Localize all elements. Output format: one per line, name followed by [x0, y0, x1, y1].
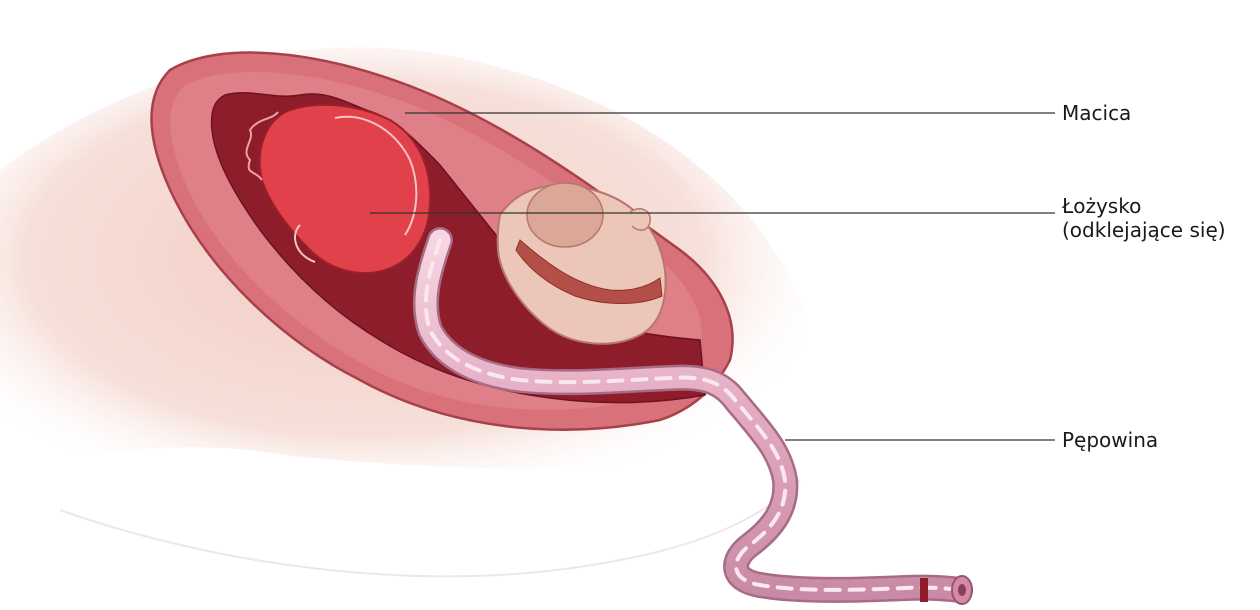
label-placenta-line1: Łożysko [1061, 194, 1141, 218]
label-placenta-line2: (odklejające się) [1062, 218, 1226, 242]
label-uterus: Macica [1062, 101, 1131, 125]
label-cord: Pępowina [1062, 428, 1158, 452]
